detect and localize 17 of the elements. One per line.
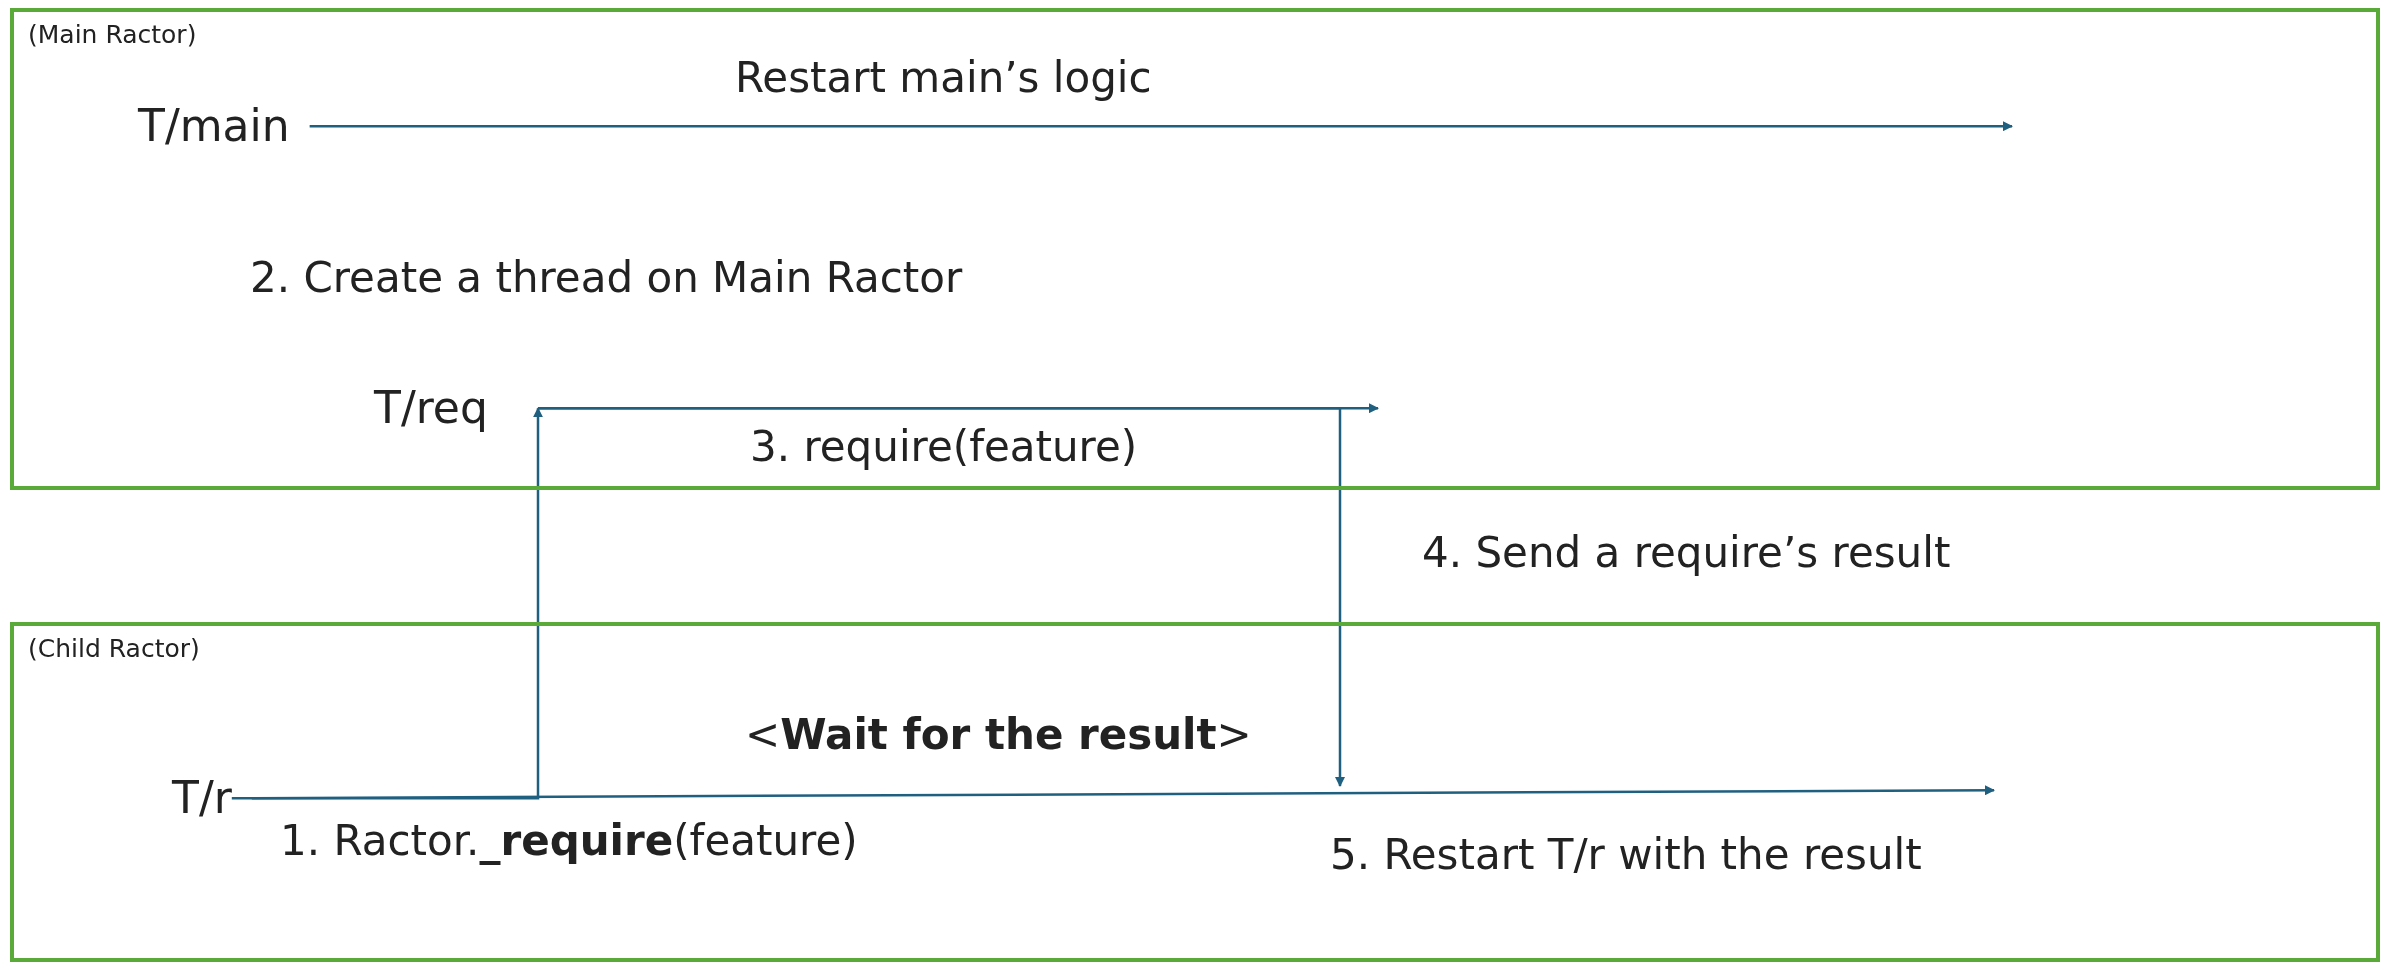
step-note: 2. Create a thread on Main Ractor [250,255,963,302]
thread-label: T/req [374,384,538,433]
group-title: (Child Ractor) [28,634,200,663]
arrow [309,121,2013,132]
arrow [538,406,1345,787]
step-note: 5. Restart T/r with the result [1330,832,1922,879]
step-note: 4. Send a require’s result [1422,530,1951,577]
edge-label: 3. require(feature) [750,424,1138,471]
arrow [231,407,543,800]
group-frame [10,622,2380,962]
step-note: 1. Ractor._require(feature) [280,818,858,865]
edge-label: Restart main’s logic [735,55,1152,102]
thread-label: T/r [172,774,232,823]
thread-label: T/main [138,102,290,151]
group-frame [10,8,2380,490]
group-title: (Main Ractor) [28,20,197,49]
step-note: <Wait for the result> [745,712,1252,759]
